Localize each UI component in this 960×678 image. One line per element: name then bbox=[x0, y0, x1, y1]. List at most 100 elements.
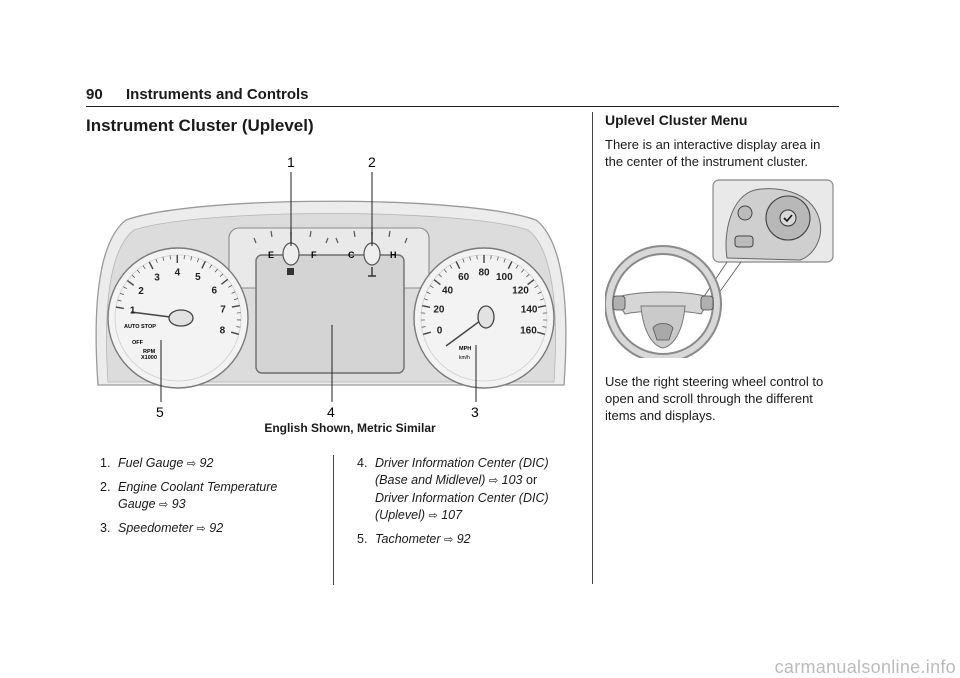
speedometer-tick bbox=[497, 256, 499, 261]
instrument-cluster-illustration: E F C H AUTO STOP OFF RPM X1000 MPH km/h… bbox=[95, 154, 567, 420]
tachometer-tick bbox=[201, 260, 206, 269]
tachometer-tick bbox=[123, 286, 127, 289]
sidebar-intro: There is an interactive display area in … bbox=[605, 137, 821, 169]
mute-button-icon bbox=[734, 235, 754, 248]
tachometer-tick-label: 7 bbox=[220, 304, 226, 315]
speedometer-tick bbox=[429, 285, 434, 288]
kmh-label: km/h bbox=[459, 355, 470, 361]
link-tachometer[interactable]: Tachometer bbox=[375, 532, 441, 546]
speedometer-tick bbox=[537, 305, 546, 308]
watermark: carmanualsonline.info bbox=[774, 657, 956, 677]
tachometer-tick bbox=[155, 258, 158, 263]
speedometer-tick bbox=[503, 258, 506, 263]
tachometer-tick bbox=[136, 269, 141, 274]
temp-hot-label: H bbox=[390, 250, 397, 260]
rpm-label: RPM bbox=[143, 349, 156, 355]
tachometer-tick bbox=[148, 261, 154, 270]
tachometer-tick bbox=[214, 268, 218, 273]
speedometer-tick-label: 140 bbox=[521, 305, 538, 316]
link-dic-base[interactable]: Driver Information Center (DIC) (Base an… bbox=[375, 456, 549, 487]
tachometer-tick bbox=[236, 326, 241, 328]
tachometer-tick bbox=[228, 285, 233, 288]
link-speedometer[interactable]: Speedometer bbox=[118, 521, 194, 535]
coolant-icon bbox=[368, 267, 376, 277]
reference-list-left: 1. Fuel Gauge ⇨ 92 2. Engine Coolant Tem… bbox=[100, 455, 315, 544]
list-item: 2. Engine Coolant Temperature Gauge ⇨ 93 bbox=[100, 480, 278, 511]
speedometer-tick-label: 80 bbox=[478, 268, 490, 279]
tachometer-tick bbox=[231, 291, 236, 294]
callout-3: 3 bbox=[471, 404, 479, 420]
callout-1: 1 bbox=[287, 154, 295, 170]
tachometer-tick bbox=[115, 306, 124, 310]
speedometer-tick bbox=[462, 258, 465, 263]
link-fuel-gauge[interactable]: Fuel Gauge bbox=[118, 456, 184, 470]
sidebar-heading: Uplevel Cluster Menu bbox=[605, 112, 748, 128]
speedometer-tick bbox=[421, 326, 426, 328]
speedometer-tick bbox=[422, 331, 432, 335]
speedometer-tick bbox=[426, 291, 431, 294]
speedometer-tick bbox=[542, 326, 547, 328]
tach-off-label: OFF bbox=[132, 340, 144, 346]
tachometer-needle bbox=[130, 309, 194, 327]
speedometer-tick bbox=[540, 298, 545, 301]
tachometer-tick bbox=[196, 258, 199, 263]
temp-cold-label: C bbox=[348, 250, 355, 260]
speedometer-tick bbox=[422, 305, 431, 308]
speedometer-tick bbox=[507, 261, 513, 269]
speedometer-tick bbox=[526, 273, 530, 278]
callout-4: 4 bbox=[327, 404, 335, 420]
sidebar-instruction: Use the right steering wheel control to … bbox=[605, 374, 824, 423]
tachometer-tick bbox=[142, 265, 146, 270]
link-coolant-gauge[interactable]: Engine Coolant Temperature Gauge bbox=[118, 480, 278, 511]
speedometer-tick bbox=[433, 279, 441, 286]
speedometer-tick bbox=[527, 279, 535, 286]
speedometer-tick bbox=[534, 285, 539, 288]
page-title: Instrument Cluster (Uplevel) bbox=[86, 116, 314, 135]
list-item: 4. Driver Information Center (DIC) (Base… bbox=[357, 456, 549, 522]
tachometer-tick-label: 8 bbox=[220, 325, 226, 336]
figure-caption: English Shown, Metric Similar bbox=[264, 421, 436, 435]
auto-stop-label: AUTO STOP bbox=[124, 324, 156, 330]
tachometer-tick-label: 3 bbox=[154, 273, 160, 284]
column-divider bbox=[333, 455, 334, 585]
dic-display bbox=[255, 254, 405, 374]
speedometer-tick bbox=[449, 264, 453, 269]
speedometer-needle bbox=[445, 305, 495, 347]
left-wheel-control bbox=[612, 295, 626, 311]
tachometer-tick bbox=[209, 264, 212, 269]
page-header: 90 Instruments and Controls bbox=[86, 84, 839, 107]
tachometer-tick bbox=[233, 298, 239, 301]
fuel-empty-label: E bbox=[268, 250, 274, 260]
speedometer-tick bbox=[438, 273, 442, 278]
callout-2: 2 bbox=[368, 154, 376, 170]
list-item: 3. Speedometer ⇨ 92 bbox=[100, 521, 224, 535]
tachometer-tick-label: 4 bbox=[175, 268, 181, 279]
coolant-temperature-gauge: C H bbox=[335, 229, 408, 277]
page-column-divider bbox=[592, 112, 593, 584]
speedometer-tick-label: 120 bbox=[512, 285, 529, 296]
tachometer-tick-label: 2 bbox=[138, 286, 144, 297]
speedometer-tick bbox=[423, 298, 428, 301]
speedometer-tick-label: 160 bbox=[520, 325, 537, 336]
speedometer-tick bbox=[469, 256, 471, 261]
speedometer-tick bbox=[455, 261, 461, 269]
speedometer-tick bbox=[515, 264, 519, 269]
page-number: 90 bbox=[86, 86, 103, 103]
right-wheel-control bbox=[700, 295, 714, 311]
speedometer-tick-label: 100 bbox=[496, 272, 513, 283]
tachometer-tick bbox=[126, 280, 135, 286]
tachometer-tick bbox=[190, 256, 192, 261]
speedometer-tick-label: 60 bbox=[458, 272, 470, 283]
list-item: 5. Tachometer ⇨ 92 bbox=[357, 532, 471, 546]
link-dic-uplevel[interactable]: Driver Information Center (DIC) (Uplevel… bbox=[375, 491, 549, 522]
steering-wheel-illustration bbox=[605, 179, 834, 358]
mph-label: MPH bbox=[459, 346, 471, 352]
tachometer-tick bbox=[231, 304, 240, 308]
speedometer-tick bbox=[521, 269, 525, 273]
callout-5: 5 bbox=[156, 404, 164, 420]
tachometer-tick bbox=[119, 292, 124, 296]
reference-list-right: 4. Driver Information Center (DIC) (Base… bbox=[357, 455, 575, 555]
tachometer-tick bbox=[230, 331, 240, 335]
fuel-full-label: F bbox=[311, 250, 317, 260]
select-check-icon bbox=[779, 209, 797, 227]
